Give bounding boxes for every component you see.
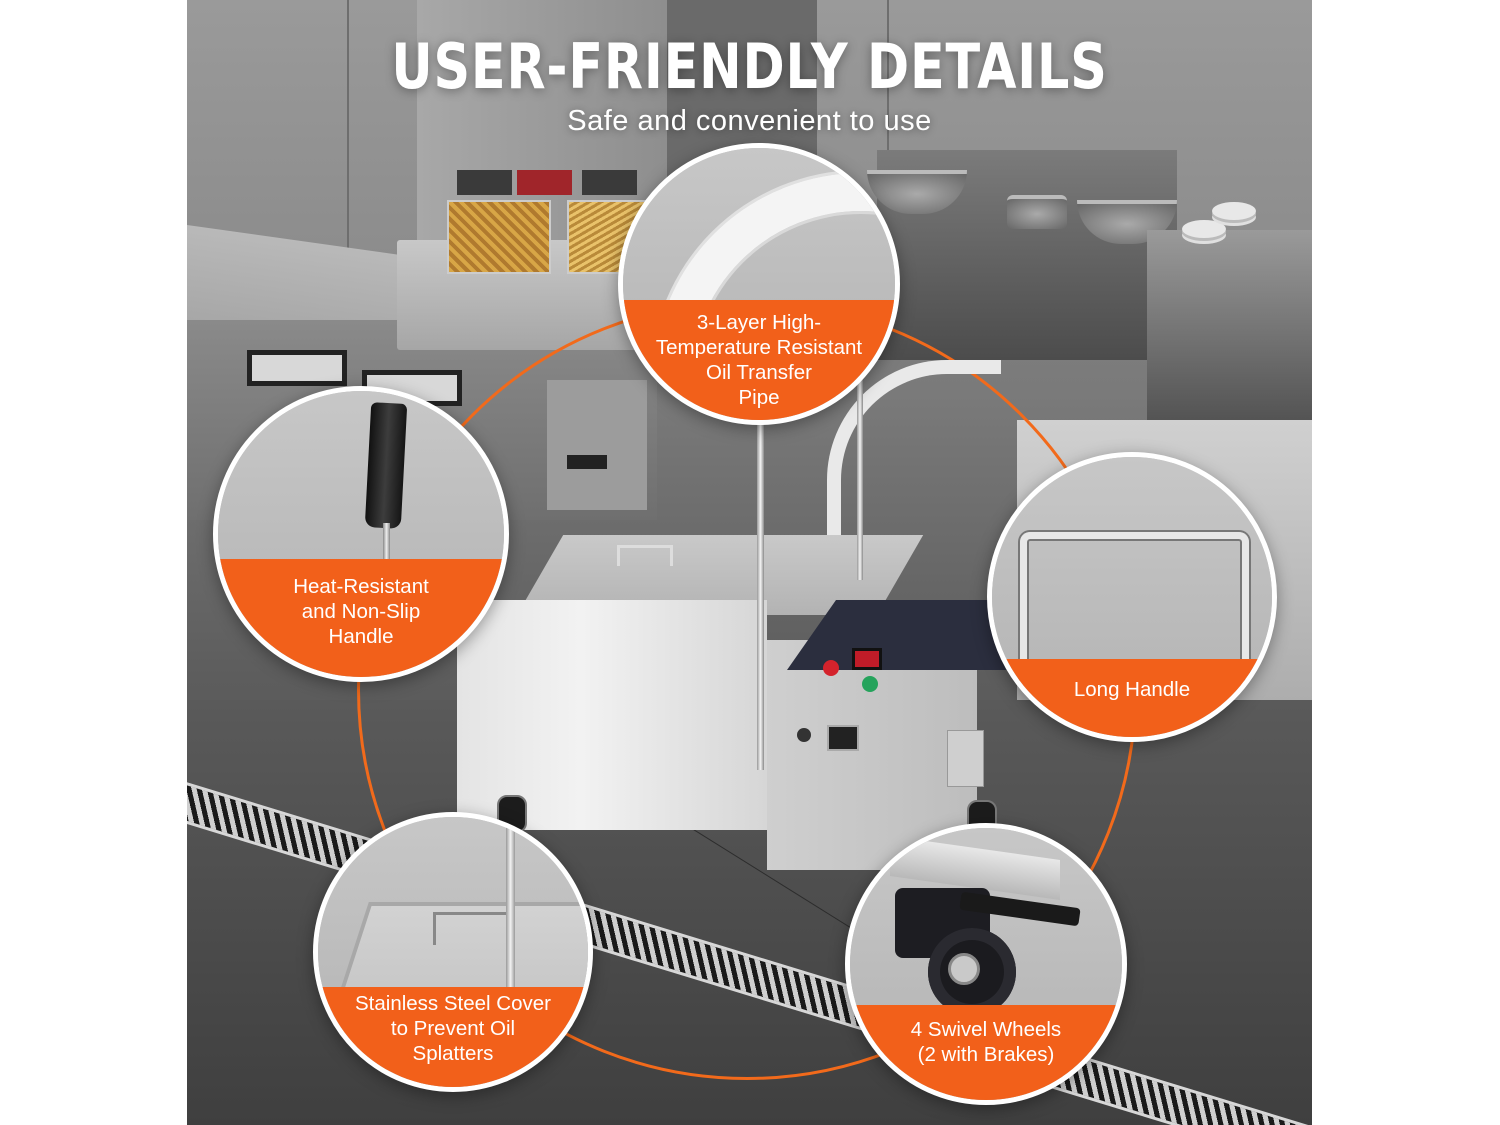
heat-resistant-knob-icon bbox=[364, 402, 408, 529]
callout-label: Long Handle bbox=[992, 659, 1272, 737]
callout-line: 4 Swivel Wheels bbox=[910, 1017, 1062, 1041]
callout-label: Heat-Resistant and Non-Slip Handle bbox=[218, 559, 504, 677]
plate-stack bbox=[1182, 220, 1226, 238]
red-indicator-lamp bbox=[823, 660, 839, 676]
wok-stove bbox=[867, 150, 1177, 360]
callout-line: Oil Transfer bbox=[706, 361, 812, 384]
callout-line: Stainless Steel Cover bbox=[355, 991, 551, 1015]
page-subtitle: Safe and convenient to use bbox=[567, 105, 932, 137]
product-feature-image: USER-FRIENDLY DETAILS Safe and convenien… bbox=[187, 0, 1312, 1125]
pipe-holder-bracket bbox=[947, 730, 984, 787]
power-rocker-switch bbox=[852, 648, 882, 670]
callout-label: 3-Layer High- Temperature Resistant Oil … bbox=[623, 300, 895, 420]
wall-seam bbox=[347, 0, 349, 300]
callout-label: Stainless Steel Cover to Prevent Oil Spl… bbox=[318, 987, 588, 1087]
page-title: USER-FRIENDLY DETAILS bbox=[391, 30, 1108, 103]
callout-long-handle: Long Handle bbox=[987, 452, 1277, 742]
fryer-control-panel bbox=[457, 170, 512, 195]
callout-line: Handle bbox=[328, 624, 394, 648]
callout-line: 3-Layer High- bbox=[696, 311, 822, 334]
handle-shaft bbox=[383, 523, 390, 583]
fryer-control-panel bbox=[517, 170, 572, 195]
fuse-holder bbox=[797, 728, 811, 742]
side-prep-table bbox=[1147, 202, 1312, 430]
suction-pipe bbox=[857, 350, 863, 580]
callout-line: Long Handle bbox=[1073, 677, 1191, 701]
oil-tank bbox=[457, 600, 767, 830]
callout-swivel-wheels: 4 Swivel Wheels (2 with Brakes) bbox=[845, 823, 1127, 1105]
cover-lift-handle bbox=[617, 545, 673, 566]
power-inlet bbox=[827, 725, 859, 751]
swivel-caster-wheel-icon bbox=[928, 928, 1016, 1016]
oil-filter-cart bbox=[457, 290, 1067, 870]
callout-line: Pipe bbox=[738, 386, 780, 409]
callout-line: Temperature Resistant bbox=[655, 336, 863, 359]
long-handle-rod bbox=[757, 290, 764, 770]
callout-line: (2 with Brakes) bbox=[917, 1042, 1055, 1066]
long-handle-frame-icon bbox=[1020, 532, 1249, 679]
plate-stack bbox=[1212, 202, 1256, 220]
cover-lift-handle bbox=[433, 912, 509, 945]
drawer-handle bbox=[247, 350, 347, 386]
fryer-basket-chicken bbox=[447, 200, 551, 274]
callout-line: Splatters bbox=[412, 1041, 494, 1065]
callout-line: to Prevent Oil bbox=[390, 1016, 516, 1040]
callout-heat-resistant-handle: Heat-Resistant and Non-Slip Handle bbox=[213, 386, 509, 682]
stockpot-ring bbox=[1007, 195, 1067, 229]
callout-label: 4 Swivel Wheels (2 with Brakes) bbox=[850, 1005, 1122, 1100]
callout-line: and Non-Slip bbox=[301, 599, 421, 623]
cover-rod bbox=[506, 817, 515, 1077]
callout-line: Heat-Resistant bbox=[293, 574, 429, 598]
callout-stainless-steel-cover: Stainless Steel Cover to Prevent Oil Spl… bbox=[313, 812, 593, 1092]
callout-oil-transfer-pipe: 3-Layer High- Temperature Resistant Oil … bbox=[618, 143, 900, 425]
green-indicator-lamp bbox=[862, 676, 878, 692]
wheel-hub bbox=[948, 953, 980, 985]
